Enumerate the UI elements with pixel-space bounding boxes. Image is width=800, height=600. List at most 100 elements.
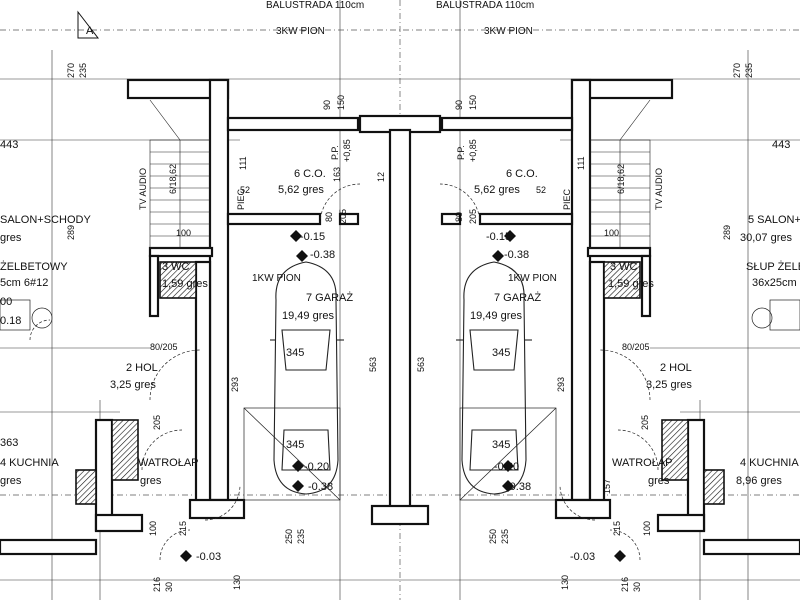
- labels-rooms: 443 443 6 C.O. 5,62 gres 6 C.O. 5,62 gre…: [0, 139, 790, 493]
- dim-12-a: 12: [376, 172, 386, 182]
- pion3kw-right: 3KW PION: [484, 26, 533, 37]
- co-right: 6 C.O.: [506, 168, 538, 180]
- dim-80-b: 80: [454, 212, 464, 222]
- dim-100-bottom-right: 100: [642, 521, 652, 536]
- pion1kw-left: 1KW PION: [252, 273, 301, 284]
- garaz-left: 7 GARAŻ: [306, 291, 353, 304]
- salon-left-area: gres: [0, 232, 22, 244]
- lvl-m003-left: -0.03: [196, 551, 221, 563]
- dim-80-205-right: 80/205: [622, 342, 650, 352]
- dim-30-right: 30: [632, 582, 642, 592]
- dim-563-right: 563: [416, 357, 426, 372]
- salon-left: SALON+SCHODY: [0, 214, 91, 226]
- dim-80-205-left: 80/205: [150, 342, 178, 352]
- car-right: [456, 261, 532, 495]
- dim-130-right: 130: [560, 575, 570, 590]
- wc-area-right: 1,59 gres: [608, 278, 654, 290]
- stairs-left-label: 6/18,62: [168, 164, 178, 194]
- hol-area-right: 3,25 gres: [646, 379, 692, 391]
- kuchnia-area-left: gres: [0, 475, 22, 487]
- dim-150-a: 150: [336, 95, 346, 110]
- hol-left: 2 HOL: [126, 362, 158, 374]
- slup-right-dim: 36x25cm: [752, 277, 797, 289]
- lvl-m038-bottom-left: -0.38: [308, 481, 333, 493]
- labels-top: BALUSTRADA 110cm BALUSTRADA 110cm 3KW PI…: [66, 0, 754, 162]
- dining-furniture: [0, 299, 800, 331]
- lvl-m003-right: -0.03: [570, 551, 595, 563]
- dim-205-b: 205: [468, 209, 478, 224]
- watrolap-area-left: gres: [140, 475, 162, 487]
- dim-289-right: 289: [722, 225, 732, 240]
- dim-111-left: 111: [238, 156, 248, 170]
- slup-left-dim: 5cm 6#12: [0, 277, 48, 289]
- salon-right: 5 SALON+: [748, 214, 800, 226]
- slup-right: SŁUP ŻELB: [746, 260, 800, 273]
- walls: [0, 78, 800, 556]
- dim-100-left: 100: [176, 228, 191, 238]
- garage-openings: [243, 407, 557, 501]
- labels-left-unit: SALON+SCHODY gres ŻELBETOWY 5cm 6#12 00 …: [0, 164, 306, 592]
- lvl-m038-bottom-right: -0.38: [506, 481, 531, 493]
- dim-111-right: 111: [576, 156, 586, 170]
- dim-270-left: 270: [66, 63, 76, 78]
- pp-level-right: +0,85: [468, 139, 478, 162]
- dim-150-b: 150: [468, 95, 478, 110]
- dim-443-right: 443: [772, 139, 790, 151]
- dim-215-left: 215: [178, 521, 188, 536]
- wc-left: 3 WC: [162, 261, 190, 273]
- section-marker-a: A: [77, 10, 100, 39]
- dim-216-right: 216: [620, 577, 630, 592]
- hatched-walls: [75, 261, 725, 505]
- dim-216-left: 216: [152, 577, 162, 592]
- stairs-left: [149, 99, 211, 249]
- kuchnia-area-right: 8,96 gres: [736, 475, 782, 487]
- dim-345-c: 345: [286, 439, 304, 451]
- pp-left: P.P.: [330, 145, 340, 160]
- slup-left: ŻELBETOWY: [0, 260, 68, 273]
- dim-80-a: 80: [324, 212, 334, 222]
- watrolap-left: WATROŁAP: [138, 457, 199, 469]
- dim-289-left: 289: [66, 225, 76, 240]
- small-val-left2: 0.18: [0, 315, 21, 327]
- dim-205-left: 205: [152, 415, 162, 430]
- dim-205-a: 205: [338, 209, 348, 224]
- dim-345-a: 345: [286, 347, 304, 359]
- co-area-right: 5,62 gres: [474, 184, 520, 196]
- dim-163-left: 163: [332, 167, 342, 182]
- dim-30-left: 30: [164, 582, 174, 592]
- co-area-left: 5,62 gres: [278, 184, 324, 196]
- co-left: 6 C.O.: [294, 168, 326, 180]
- lvl-m038-right: -0.38: [504, 249, 529, 261]
- garaz-area-left: 19,49 gres: [282, 310, 334, 322]
- dim-205-right: 205: [640, 415, 650, 430]
- dim-52-left: 52: [240, 185, 250, 195]
- small-val-left: 00: [0, 296, 12, 308]
- salon-right-area: 30,07 gres: [740, 232, 792, 244]
- section-label: A: [86, 25, 94, 37]
- dim-235-bottom-right: 235: [500, 529, 510, 544]
- balustrada-left: BALUSTRADA 110cm: [266, 0, 364, 11]
- hol-area-left: 3,25 gres: [110, 379, 156, 391]
- dim-270-right: 270: [732, 63, 742, 78]
- dim-563-left: 563: [368, 357, 378, 372]
- level-markers: [180, 230, 626, 562]
- lvl-m020-right: -0.20: [494, 461, 519, 473]
- watrolap-right: WATROŁAP: [612, 457, 673, 469]
- hol-right: 2 HOL: [660, 362, 692, 374]
- piec-left: PIEC: [236, 188, 246, 210]
- dim-363-left: 363: [0, 437, 18, 449]
- car-left: [270, 261, 344, 495]
- dim-345-d: 345: [492, 439, 510, 451]
- pp-right: P.P.: [456, 145, 466, 160]
- lvl-m020-left: -0.20: [304, 461, 329, 473]
- dim-235-right: 235: [744, 63, 754, 78]
- stairs-right: [589, 99, 651, 249]
- pion3kw-left: 3KW PION: [276, 26, 325, 37]
- dim-443-left: 443: [0, 139, 18, 151]
- dim-90-a: 90: [322, 100, 332, 110]
- dim-293-right: 293: [556, 377, 566, 392]
- pp-level-left: +0,85: [342, 139, 352, 162]
- dim-345-b: 345: [492, 347, 510, 359]
- garaz-right: 7 GARAŻ: [494, 291, 541, 304]
